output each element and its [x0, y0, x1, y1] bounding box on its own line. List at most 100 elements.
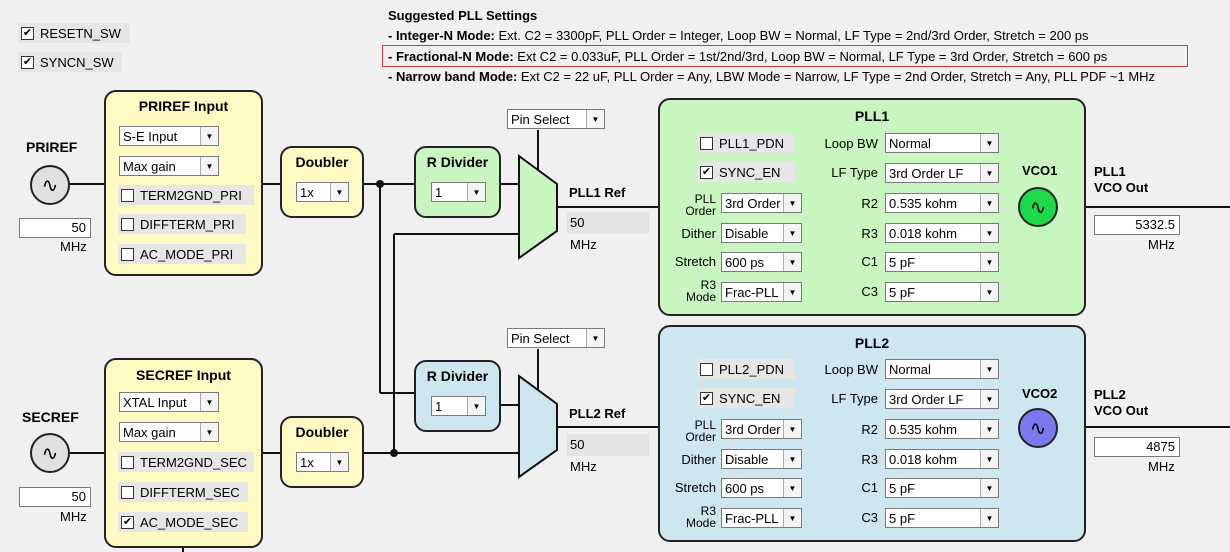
- chevron-down-icon: ▼: [467, 183, 485, 201]
- pll1-vco-out-value[interactable]: 5332.5: [1094, 215, 1180, 235]
- vco2-label: VCO2: [1022, 386, 1058, 401]
- pll1-lftype-label: LF Type: [831, 165, 878, 180]
- rdivider2-title: R Divider: [426, 368, 489, 384]
- diffterm-pri-checkbox[interactable]: DIFFTERM_PRI: [118, 214, 246, 234]
- pll1-r2-select[interactable]: 0.535 kohm▼: [885, 193, 999, 213]
- secref-gain-select[interactable]: Max gain ▼: [119, 422, 219, 442]
- checkbox-label: DIFFTERM_PRI: [140, 216, 235, 232]
- suggested-line-mode: - Integer-N Mode:: [388, 28, 495, 43]
- chevron-down-icon: ▼: [980, 253, 998, 271]
- select-value: 3rd Order LF: [889, 165, 964, 181]
- chevron-down-icon: ▼: [783, 450, 801, 468]
- ac-mode-sec-checkbox[interactable]: ✔AC_MODE_SEC: [118, 512, 248, 532]
- pll2-loopbw-select[interactable]: Normal▼: [885, 359, 999, 379]
- pll2-pdn-checkbox[interactable]: PLL2_PDN: [697, 359, 795, 379]
- chevron-down-icon: ▼: [980, 360, 998, 378]
- diffterm-sec-checkbox[interactable]: DIFFTERM_SEC: [118, 482, 248, 502]
- chevron-down-icon: ▼: [783, 420, 801, 438]
- highlight-box: [382, 45, 1188, 67]
- doubler2-select[interactable]: 1x▼: [296, 452, 349, 472]
- checkbox-box: [121, 485, 134, 499]
- pll1-c3-select[interactable]: 5 pF▼: [885, 282, 999, 302]
- chevron-down-icon: ▼: [200, 423, 218, 441]
- pll1-r3-select[interactable]: 0.018 kohm▼: [885, 223, 999, 243]
- pll2-order-select[interactable]: 3rd Order▼: [721, 419, 802, 439]
- pll1-lftype-select[interactable]: 3rd Order LF▼: [885, 163, 999, 183]
- pll1-order-select[interactable]: 3rd Order▼: [721, 193, 802, 213]
- pll2-stretch-select[interactable]: 600 ps▼: [721, 478, 802, 498]
- pll2-lftype-select[interactable]: 3rd Order LF▼: [885, 389, 999, 409]
- resetn-sw-label: RESETN_SW: [40, 25, 121, 41]
- pll1-c1-select[interactable]: 5 pF▼: [885, 252, 999, 272]
- select-value: Disable: [725, 451, 769, 467]
- select-value: Max gain: [123, 158, 176, 174]
- pll1-vco-out-unit: MHz: [1148, 237, 1175, 252]
- checkbox-label: SYNC_EN: [719, 164, 781, 180]
- pll1-sync-en-checkbox[interactable]: ✔SYNC_EN: [697, 162, 795, 182]
- secref-input-type-select[interactable]: XTAL Input▼: [119, 392, 219, 412]
- checkbox-box: [121, 455, 134, 469]
- check-icon: ✔: [21, 55, 34, 69]
- chevron-down-icon: ▼: [586, 329, 604, 347]
- chevron-down-icon: ▼: [783, 509, 801, 527]
- pll2-c3-select[interactable]: 5 pF▼: [885, 508, 999, 528]
- chevron-down-icon: ▼: [783, 283, 801, 301]
- checkbox-label: TERM2GND_SEC: [140, 454, 247, 470]
- pll1-dither-select[interactable]: Disable▼: [721, 223, 802, 243]
- label-line: PLL: [694, 418, 716, 432]
- pll1-r2-label: R2: [861, 196, 878, 211]
- vco1-label: VCO1: [1022, 163, 1058, 178]
- pll1-pdn-checkbox[interactable]: PLL1_PDN: [697, 133, 795, 153]
- priref-gain-select[interactable]: Max gain▼: [119, 156, 219, 176]
- select-value: Disable: [725, 225, 769, 241]
- select-value: Frac-PLL: [725, 284, 779, 300]
- ac-mode-pri-checkbox[interactable]: AC_MODE_PRI: [118, 244, 246, 264]
- pll2-r3-select[interactable]: 0.018 kohm▼: [885, 449, 999, 469]
- priref-label: PRIREF: [26, 139, 78, 155]
- mux1-pin-select[interactable]: Pin Select▼: [507, 109, 605, 129]
- select-value: 3rd Order: [725, 421, 781, 437]
- label-line: Mode: [685, 290, 716, 304]
- pll2-sync-en-checkbox[interactable]: ✔SYNC_EN: [697, 388, 795, 408]
- pll2-vco-out-value[interactable]: 4875: [1094, 437, 1180, 457]
- term2gnd-sec-checkbox[interactable]: TERM2GND_SEC: [118, 452, 254, 472]
- mux2-pin-select[interactable]: Pin Select▼: [507, 328, 605, 348]
- checkbox-label: DIFFTERM_SEC: [140, 484, 240, 500]
- resetn-sw-checkbox[interactable]: ✔ RESETN_SW: [18, 23, 130, 43]
- pll2-r3mode-select[interactable]: Frac-PLL▼: [721, 508, 802, 528]
- doubler1-select[interactable]: 1x▼: [296, 182, 349, 202]
- priref-input-type-select[interactable]: S-E Input▼: [119, 126, 219, 146]
- pll2-dither-select[interactable]: Disable ▼: [721, 449, 802, 469]
- syncn-sw-checkbox[interactable]: ✔ SYNCN_SW: [18, 52, 122, 72]
- checkbox-box: [121, 247, 134, 261]
- pll1-r3-label: R3: [861, 226, 878, 241]
- rdivider2-select[interactable]: 1▼: [431, 396, 486, 416]
- pll1-ref-unit: MHz: [570, 237, 597, 252]
- pll1-stretch-select[interactable]: 600 ps▼: [721, 252, 802, 272]
- mux2-shape: [518, 374, 558, 479]
- pll2-lftype-label: LF Type: [831, 391, 878, 406]
- chevron-down-icon: ▼: [980, 224, 998, 242]
- pll1-r3mode-select[interactable]: Frac-PLL▼: [721, 282, 802, 302]
- secref-freq-input[interactable]: 50: [19, 487, 91, 507]
- pll2-r2-label: R2: [861, 422, 878, 437]
- priref-freq-input[interactable]: 50: [19, 218, 91, 238]
- suggested-line-mode: - Fractional-N Mode:: [388, 49, 514, 64]
- pll2-c1-select[interactable]: 5 pF▼: [885, 478, 999, 498]
- pll2-ref-value: 50: [567, 434, 649, 456]
- select-value: Max gain: [123, 424, 176, 440]
- chevron-down-icon: ▼: [200, 393, 218, 411]
- chevron-down-icon: ▼: [980, 283, 998, 301]
- suggested-line-narrow: - Narrow band Mode: Ext C2 = 22 uF, PLL …: [388, 69, 1155, 84]
- pll1-title: PLL1: [854, 108, 890, 124]
- pll2-r2-select[interactable]: 0.535 kohm▼: [885, 419, 999, 439]
- suggested-line-text: Ext C2 = 0.033uF, PLL Order = 1st/2nd/3r…: [513, 49, 1108, 64]
- rdivider1-select[interactable]: 1▼: [431, 182, 486, 202]
- priref-unit: MHz: [60, 239, 87, 254]
- doubler1-title: Doubler: [295, 154, 349, 170]
- select-value: S-E Input: [123, 128, 178, 144]
- term2gnd-pri-checkbox[interactable]: TERM2GND_PRI: [118, 185, 254, 205]
- pll1-loopbw-select[interactable]: Normal▼: [885, 133, 999, 153]
- vco1-oscillator-icon: ∿: [1018, 187, 1058, 227]
